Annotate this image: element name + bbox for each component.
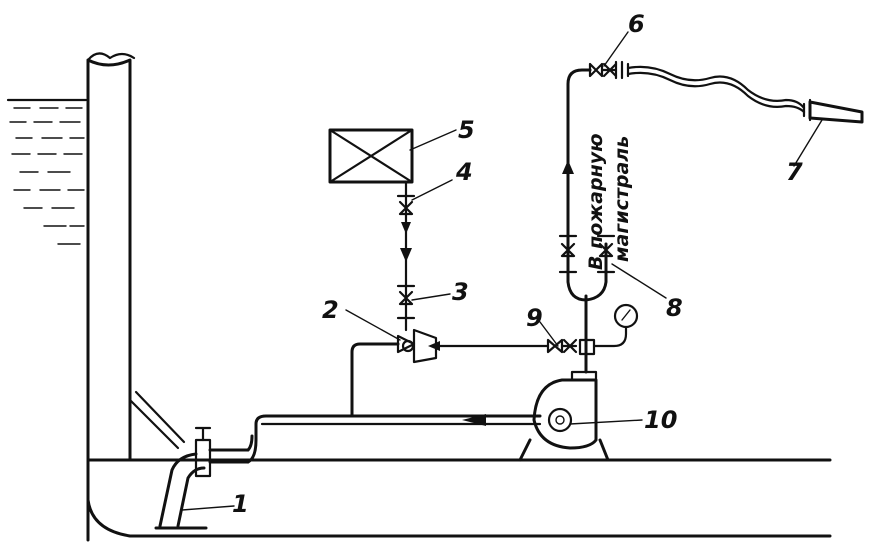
- leader-lines: [181, 31, 823, 511]
- reservoir-wall: [86, 52, 832, 542]
- ejector-branch: [350, 328, 550, 418]
- suction-line: [246, 414, 542, 464]
- label-2: 2: [322, 296, 339, 324]
- valve-9-gauge: [546, 303, 639, 356]
- label-5: 5: [458, 116, 475, 144]
- water-hatching: [6, 98, 88, 245]
- label-1: 1: [232, 490, 249, 518]
- fire-hose: [626, 65, 806, 114]
- label-8: 8: [666, 294, 683, 322]
- caption-line-1: В пожарную: [585, 133, 607, 270]
- label-6: 6: [628, 10, 645, 38]
- pump: [518, 370, 610, 462]
- label-9: 9: [526, 304, 543, 332]
- vertical-caption: В пожарную магистраль: [585, 133, 633, 270]
- intake-pipe: [154, 426, 250, 530]
- label-4: 4: [455, 158, 473, 186]
- caption-line-2: магистраль: [611, 136, 633, 262]
- label-7: 7: [786, 158, 803, 186]
- label-10: 10: [644, 406, 677, 434]
- nozzle: [802, 98, 864, 124]
- pressure-riser: [558, 60, 630, 374]
- tank-line: [328, 128, 416, 332]
- callout-labels: 1 2 3 4 5 6 7 8 9 10: [232, 10, 803, 518]
- label-3: 3: [452, 278, 469, 306]
